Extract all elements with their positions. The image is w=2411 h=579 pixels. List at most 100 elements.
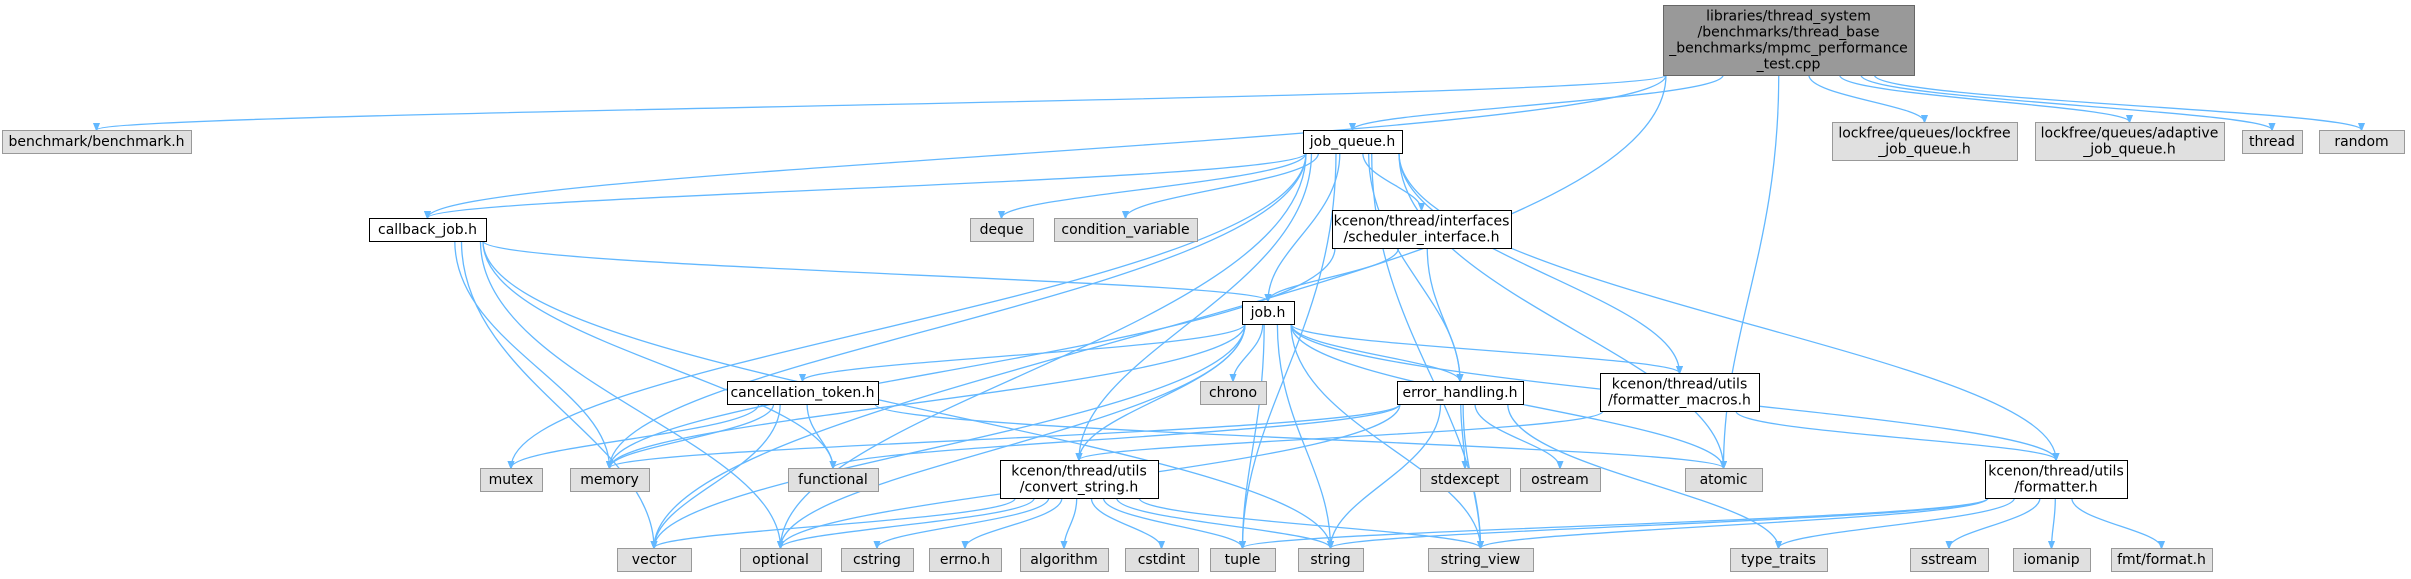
edge-job_queue-to-scheduler_interface <box>1362 152 1422 210</box>
node-label: functional <box>798 472 868 488</box>
node-chrono[interactable]: chrono <box>1200 381 1267 405</box>
node-algorithm[interactable]: algorithm <box>1020 548 1109 572</box>
node-label: algorithm <box>1030 552 1098 568</box>
edge-job_queue-to-job <box>1268 152 1341 301</box>
edge-job-to-memory <box>610 323 1246 468</box>
edge-scheduler_interface-to-job <box>1268 247 1400 301</box>
node-label: kcenon/thread/utils <box>1612 377 1748 393</box>
node-atomic[interactable]: atomic <box>1685 468 1763 492</box>
node-string-view[interactable]: string_view <box>1428 548 1534 572</box>
node-lf-lockfree[interactable]: lockfree/queues/lockfree_job_queue.h <box>1832 122 2018 161</box>
node-box <box>1428 548 1534 572</box>
node-label: benchmark/benchmark.h <box>8 134 184 150</box>
node-label: vector <box>632 552 677 568</box>
node-box <box>2319 130 2405 154</box>
node-tuple[interactable]: tuple <box>1210 548 1276 572</box>
node-callback-job[interactable]: callback_job.h <box>369 218 487 242</box>
node-label: cstring <box>853 552 901 568</box>
node-box <box>1832 122 2018 161</box>
node-error-handling[interactable]: error_handling.h <box>1397 381 1524 405</box>
edge-root-to-callback_job <box>428 74 1667 218</box>
node-label: chrono <box>1209 385 1257 401</box>
node-condition-variable[interactable]: condition_variable <box>1054 218 1198 242</box>
node-box <box>480 468 543 492</box>
edge-job_queue-to-convert_string <box>1079 152 1313 460</box>
node-deque[interactable]: deque <box>970 218 1034 242</box>
node-box <box>1397 381 1524 405</box>
node-string[interactable]: string <box>1298 548 1364 572</box>
node-label: errno.h <box>940 552 990 568</box>
node-box <box>1600 373 1760 412</box>
edge-error_handling-to-functional <box>833 403 1401 468</box>
node-box <box>1125 548 1199 572</box>
edge-cancellation_token-to-functional <box>806 403 833 468</box>
node-functional[interactable]: functional <box>788 468 879 492</box>
edge-callback_job-to-memory <box>454 240 610 468</box>
node-box <box>1910 548 1989 572</box>
node-cancellation-token[interactable]: cancellation_token.h <box>727 381 879 405</box>
node-ostream[interactable]: ostream <box>1520 468 1601 492</box>
edge-cancellation_token-to-vector <box>654 403 781 548</box>
node-label: sstream <box>1921 552 1977 568</box>
node-thread[interactable]: thread <box>2242 130 2303 154</box>
node-label: string <box>1310 552 1350 568</box>
node-box <box>2013 548 2091 572</box>
node-iomanip[interactable]: iomanip <box>2013 548 2091 572</box>
node-errno-h[interactable]: errno.h <box>929 548 1002 572</box>
node-optional[interactable]: optional <box>740 548 822 572</box>
edge-root-to-benchmark <box>97 74 1667 130</box>
node-box <box>1000 460 1159 499</box>
edge-convert_string-to-errno_h <box>965 497 1063 548</box>
node-box <box>841 548 914 572</box>
node-box <box>788 468 879 492</box>
node-box <box>727 381 879 405</box>
edge-formatter-to-iomanip <box>2052 497 2056 548</box>
edge-job_queue-to-mutex <box>511 152 1307 468</box>
node-label: stdexcept <box>1431 472 1500 488</box>
edge-callback_job-to-vector <box>460 240 654 548</box>
node-label: type_traits <box>1741 552 1816 568</box>
node-label: cancellation_token.h <box>730 385 874 401</box>
node-box <box>1242 301 1295 325</box>
edge-convert_string-to-vector <box>654 497 1016 548</box>
node-lf-adaptive[interactable]: lockfree/queues/adaptive_job_queue.h <box>2035 122 2225 161</box>
edge-error_handling-to-ostream <box>1474 403 1560 468</box>
node-memory[interactable]: memory <box>570 468 650 492</box>
edge-job_queue-to-tuple <box>1243 152 1337 548</box>
node-mutex[interactable]: mutex <box>480 468 543 492</box>
node-convert-string[interactable]: kcenon/thread/utils/convert_string.h <box>1000 460 1159 499</box>
node-stdexcept[interactable]: stdexcept <box>1420 468 1511 492</box>
edge-formatter-to-sstream <box>1949 497 2041 548</box>
edge-job-to-error_handling <box>1290 323 1460 381</box>
edge-convert_string-to-algorithm <box>1064 497 1078 548</box>
node-root[interactable]: libraries/thread_system/benchmarks/threa… <box>1663 5 1915 76</box>
node-fmt-format[interactable]: fmt/format.h <box>2111 548 2213 572</box>
node-label: memory <box>580 472 639 488</box>
node-box <box>1303 130 1403 154</box>
node-random[interactable]: random <box>2319 130 2405 154</box>
node-box <box>1730 548 1828 572</box>
edge-error_handling-to-string <box>1331 403 1442 548</box>
node-formatter[interactable]: kcenon/thread/utils/formatter.h <box>1985 460 2128 499</box>
node-label: kcenon/thread/utils <box>1011 464 1147 480</box>
node-job[interactable]: job.h <box>1242 301 1295 325</box>
node-label: random <box>2334 134 2388 150</box>
node-label: lockfree/queues/lockfree <box>1838 126 2010 142</box>
edge-job_queue-to-formatter <box>1398 152 2056 460</box>
edge-job_queue-to-condition_variable <box>1126 152 1320 218</box>
node-job-queue[interactable]: job_queue.h <box>1303 130 1403 154</box>
node-cstdint[interactable]: cstdint <box>1125 548 1199 572</box>
edge-job-to-tuple <box>1243 323 1265 548</box>
node-box <box>1685 468 1763 492</box>
node-box <box>1298 548 1364 572</box>
node-formatter-macros[interactable]: kcenon/thread/utils/formatter_macros.h <box>1600 373 1760 412</box>
node-label: kcenon/thread/utils <box>1988 464 2124 480</box>
node-scheduler-interface[interactable]: kcenon/thread/interfaces/scheduler_inter… <box>1332 210 1512 249</box>
node-benchmark[interactable]: benchmark/benchmark.h <box>2 130 192 154</box>
node-box <box>1520 468 1601 492</box>
node-vector[interactable]: vector <box>617 548 692 572</box>
node-label: _test.cpp <box>1756 57 1821 73</box>
node-type-traits[interactable]: type_traits <box>1730 548 1828 572</box>
node-sstream[interactable]: sstream <box>1910 548 1989 572</box>
node-cstring[interactable]: cstring <box>841 548 914 572</box>
